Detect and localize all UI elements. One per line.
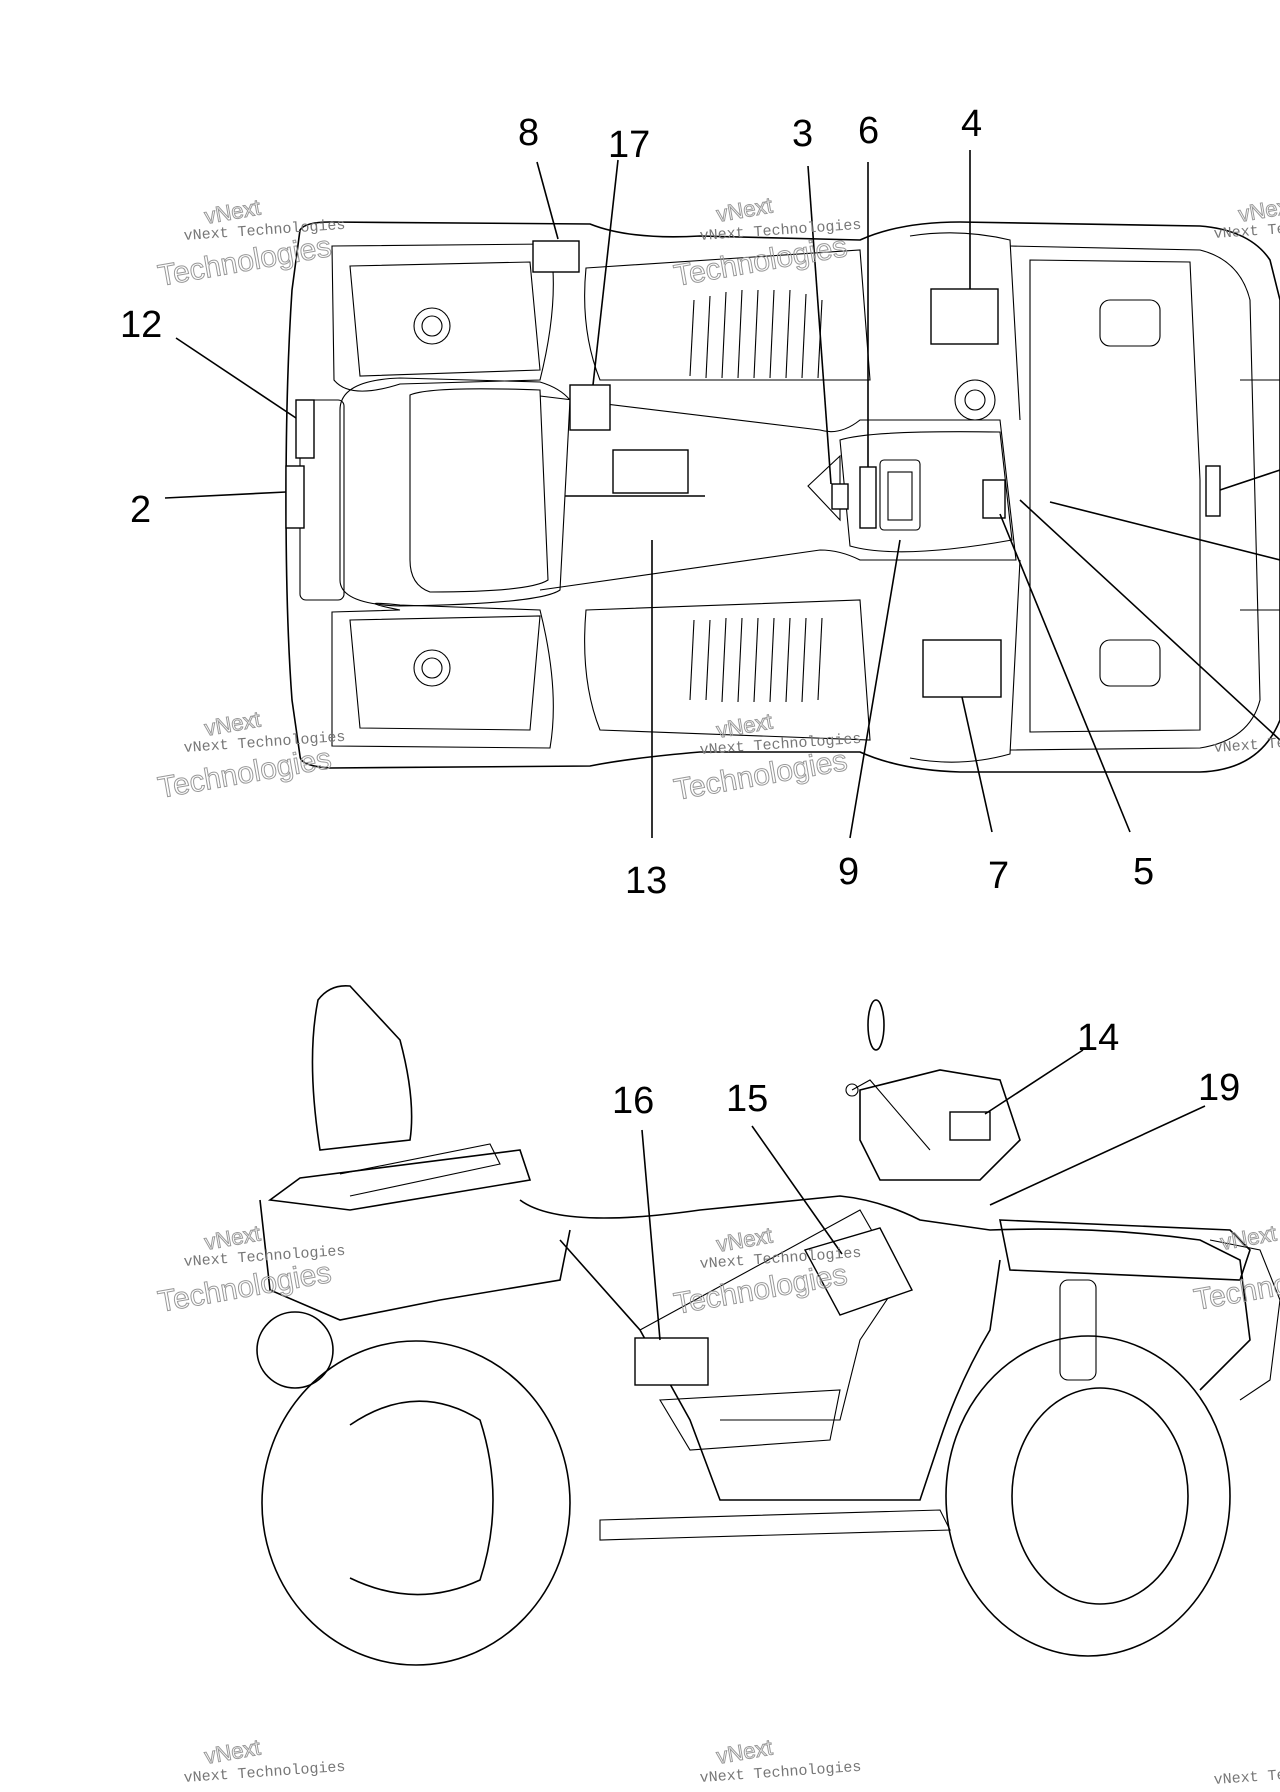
decal-5 bbox=[982, 479, 1006, 519]
decal-13 bbox=[612, 449, 689, 494]
decal-17 bbox=[569, 384, 611, 431]
watermark-bottom-left: vNext vNext Technologies bbox=[183, 1734, 346, 1787]
callout-2: 2 bbox=[130, 489, 151, 531]
watermark-mid-center: vNext vNext Technologies Technologies bbox=[671, 708, 862, 807]
callout-17: 17 bbox=[608, 124, 650, 166]
callout-19: 19 bbox=[1198, 1067, 1240, 1109]
decal-front bbox=[1205, 465, 1221, 517]
watermark-bottom-center: vNext vNext Technologies bbox=[699, 1734, 862, 1787]
callout-7: 7 bbox=[988, 855, 1009, 897]
atv-side-view bbox=[256, 984, 1280, 1666]
svg-text:vNext: vNext bbox=[715, 1735, 775, 1769]
watermark-bottom-right: vNext Technologies bbox=[1213, 1761, 1280, 1789]
callout-4: 4 bbox=[961, 103, 982, 145]
callout-12: 12 bbox=[120, 304, 162, 346]
callout-15: 15 bbox=[726, 1078, 768, 1120]
svg-text:vNext: vNext bbox=[715, 193, 775, 227]
svg-text:vNext: vNext bbox=[1219, 1221, 1279, 1255]
callout-9: 9 bbox=[838, 851, 859, 893]
callout-8: 8 bbox=[518, 112, 539, 154]
decal-8 bbox=[532, 240, 580, 273]
watermark-top-center: vNext vNext Technologies Technologies bbox=[671, 192, 862, 293]
callout-6: 6 bbox=[858, 110, 879, 152]
callout-3: 3 bbox=[792, 113, 813, 155]
watermark-low-left: vNext vNext Technologies Technologies bbox=[155, 1220, 346, 1319]
decal-16 bbox=[634, 1337, 709, 1386]
callout-16: 16 bbox=[612, 1080, 654, 1122]
svg-text:Technologies: Technologies bbox=[1191, 1254, 1280, 1317]
atv-top-view bbox=[164, 150, 1280, 839]
watermark-low-center: vNext vNext Technologies Technologies bbox=[671, 1222, 862, 1321]
callout-14: 14 bbox=[1077, 1017, 1119, 1059]
watermark-top-left: vNext vNext Technologies Technologies bbox=[155, 194, 346, 293]
decal-4 bbox=[930, 288, 999, 345]
watermark-top-right: vNext vNext Technologies bbox=[1213, 192, 1280, 243]
watermark-mid-right: vNext Technologies bbox=[1213, 729, 1280, 757]
svg-text:vNext Technologies: vNext Technologies bbox=[1213, 729, 1280, 757]
callout-13: 13 bbox=[625, 860, 667, 902]
svg-text:vNext Technologies: vNext Technologies bbox=[1213, 1761, 1280, 1789]
watermark-mid-left: vNext vNext Technologies Technologies bbox=[155, 706, 346, 805]
decal-2 bbox=[285, 465, 305, 529]
decal-7 bbox=[922, 639, 1002, 698]
decal-6 bbox=[859, 466, 877, 529]
decal-14 bbox=[949, 1111, 991, 1141]
watermark-low-right: vNext Technologies bbox=[1191, 1220, 1280, 1317]
decal-15 bbox=[803, 1227, 913, 1316]
decal-12 bbox=[295, 399, 315, 459]
callout-5: 5 bbox=[1133, 851, 1154, 893]
svg-text:vNext: vNext bbox=[203, 1735, 263, 1769]
decal-3 bbox=[831, 483, 849, 510]
